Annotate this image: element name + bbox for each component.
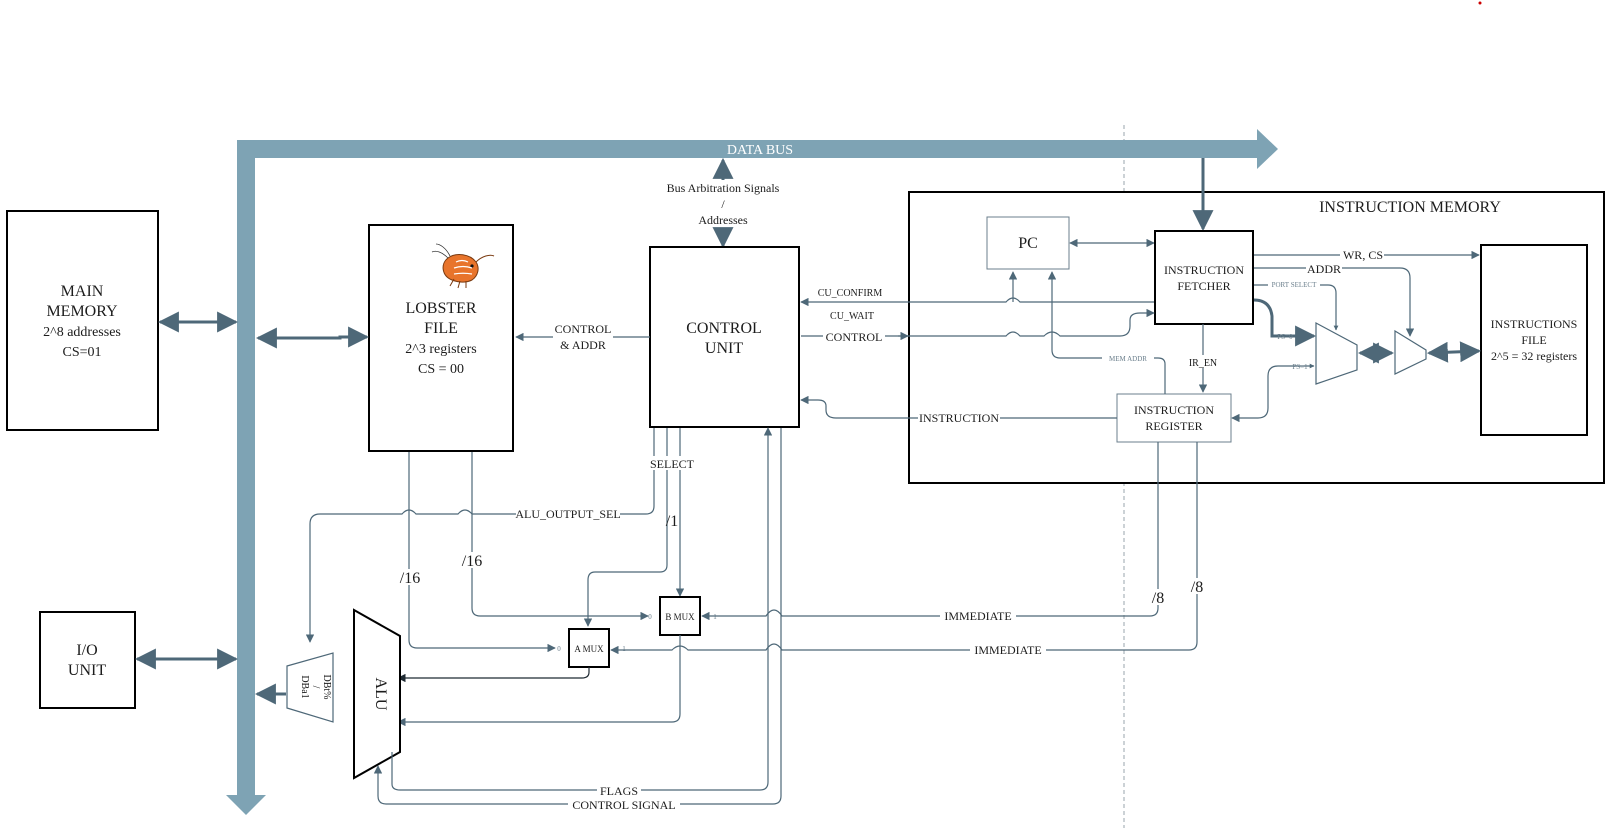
addr-label: ADDR <box>1307 262 1341 276</box>
width-1-label: /1 <box>666 513 678 530</box>
instruction-label: INSTRUCTION <box>919 411 999 425</box>
wr-cs-label: WR, CS <box>1343 248 1383 262</box>
io-unit-block: I/O UNIT <box>39 611 136 709</box>
addr-wire <box>1254 267 1415 337</box>
width-16a-label: /16 <box>400 570 420 587</box>
control-unit-block: CONTROL UNIT <box>649 246 800 428</box>
bus-arbitration-label: Bus Arbitration Signals <box>667 181 780 195</box>
port-select-wire <box>1254 284 1339 331</box>
fetcher-line2: FETCHER <box>1177 279 1230 293</box>
lobster-file-line2: FILE <box>424 320 458 337</box>
lobster-file-line1: LOBSTER <box>405 300 476 317</box>
instruction-fetcher-block: INSTRUCTION FETCHER <box>1154 230 1254 325</box>
control-wire <box>801 308 1155 337</box>
port-mux <box>1315 321 1358 385</box>
main-memory-block: MAIN MEMORY 2^8 addresses CS=01 <box>6 210 159 431</box>
port-select-label: PORT SELECT <box>1272 281 1317 289</box>
control-unit-line2: UNIT <box>705 340 743 357</box>
alu-output-sel-wire <box>305 505 655 643</box>
cu-wait-label: CU_WAIT <box>830 311 874 322</box>
lobster-b-wire <box>471 452 649 621</box>
pc-label: PC <box>1018 235 1038 252</box>
alu-output-demux: DBt% / DBa1 <box>286 652 334 723</box>
b-mux-in0: 0 <box>648 613 652 621</box>
width-8b-label: /8 <box>1191 579 1203 596</box>
instruction-wire <box>800 395 1117 419</box>
control-signal-label: CONTROL SIGNAL <box>572 798 675 812</box>
b-mux-in1: 1 <box>713 613 717 621</box>
width-16b-label: /16 <box>462 553 482 570</box>
immediate-b-label: IMMEDIATE <box>944 609 1011 623</box>
main-memory-line2: MEMORY <box>46 303 118 320</box>
alu-label: ALU <box>372 678 389 711</box>
addresses-label: Addresses <box>698 213 748 227</box>
file-port-demux <box>1394 329 1427 375</box>
a-mux-block: A MUX 0 1 <box>557 628 626 668</box>
instructions-file-line3: 2^5 = 32 registers <box>1491 349 1577 363</box>
red-marker-dot <box>1478 1 1482 5</box>
immediate-a-label: IMMEDIATE <box>974 643 1041 657</box>
instructions-file-line2: FILE <box>1521 333 1546 347</box>
fetcher-line1: INSTRUCTION <box>1164 263 1244 277</box>
alu-block: ALU <box>353 608 401 780</box>
b-mux-label: B MUX <box>665 612 695 622</box>
b-mux-block: B MUX 0 1 <box>648 596 717 636</box>
instruction-memory-title: INSTRUCTION MEMORY <box>1319 199 1501 216</box>
control-label: CONTROL <box>826 330 883 344</box>
a-mux-to-alu-wire <box>397 667 590 683</box>
register-line2: REGISTER <box>1145 419 1202 433</box>
lobster-file-bus-link <box>255 326 370 349</box>
control-unit-line1: CONTROL <box>686 320 762 337</box>
flags-wire <box>391 427 773 791</box>
alu-output-sel-label: ALU_OUTPUT_SEL <box>515 507 620 521</box>
shrimp-icon <box>431 243 495 289</box>
register-line1: INSTRUCTION <box>1134 403 1214 417</box>
lobster-a-wire <box>408 452 556 653</box>
a-mux-in1: 1 <box>622 645 626 653</box>
data-bus-label: DATA BUS <box>727 143 793 158</box>
data-bus: DATA BUS <box>226 129 1278 815</box>
flags-label: FLAGS <box>600 784 638 798</box>
main-memory-line3: 2^8 addresses <box>43 325 121 340</box>
demux-line1: DBt% <box>321 675 332 700</box>
select-label: SELECT <box>650 457 695 471</box>
immediate-a-wire <box>610 442 1198 655</box>
instructions-file-link <box>1426 341 1482 363</box>
fetcher-to-port-thick <box>1253 298 1317 347</box>
demux-line2: / <box>310 686 321 689</box>
instruction-register-block: INSTRUCTION REGISTER <box>1116 393 1232 443</box>
width-8a-label: /8 <box>1152 590 1164 607</box>
register-ps1-wire <box>1231 363 1315 423</box>
control-addr-label-1: CONTROL <box>555 322 612 336</box>
instructions-file-line1: INSTRUCTIONS <box>1491 317 1578 331</box>
a-mux-select-wire <box>583 564 668 627</box>
lobster-file-block: LOBSTER FILE 2^3 registers CS = 00 <box>368 224 514 452</box>
io-unit-line2: UNIT <box>68 662 106 679</box>
instructions-file-block: INSTRUCTIONS FILE 2^5 = 32 registers <box>1480 244 1588 436</box>
ps0-label: PS=0 <box>1277 333 1293 341</box>
b-mux-to-alu-wire <box>397 635 681 727</box>
ir-en-label: IR_EN <box>1189 358 1217 369</box>
bus-arbitration-separator: / <box>721 197 725 211</box>
a-mux-in0: 0 <box>557 645 561 653</box>
main-memory-line1: MAIN <box>61 283 104 300</box>
a-mux-label: A MUX <box>574 644 604 654</box>
control-addr-label-2: & ADDR <box>560 338 606 352</box>
main-memory-line4: CS=01 <box>62 345 101 360</box>
lobster-file-line3: 2^3 registers <box>405 342 477 357</box>
cu-confirm-label: CU_CONFIRM <box>818 288 883 299</box>
mem-addr-label: MEM ADDR <box>1109 355 1147 363</box>
pc-block: PC <box>986 216 1070 270</box>
demux-line3: DBa1 <box>299 675 310 698</box>
lobster-file-line4: CS = 00 <box>418 362 464 377</box>
io-unit-line1: I/O <box>76 642 97 659</box>
ps1-label: PS=1 <box>1292 363 1308 371</box>
